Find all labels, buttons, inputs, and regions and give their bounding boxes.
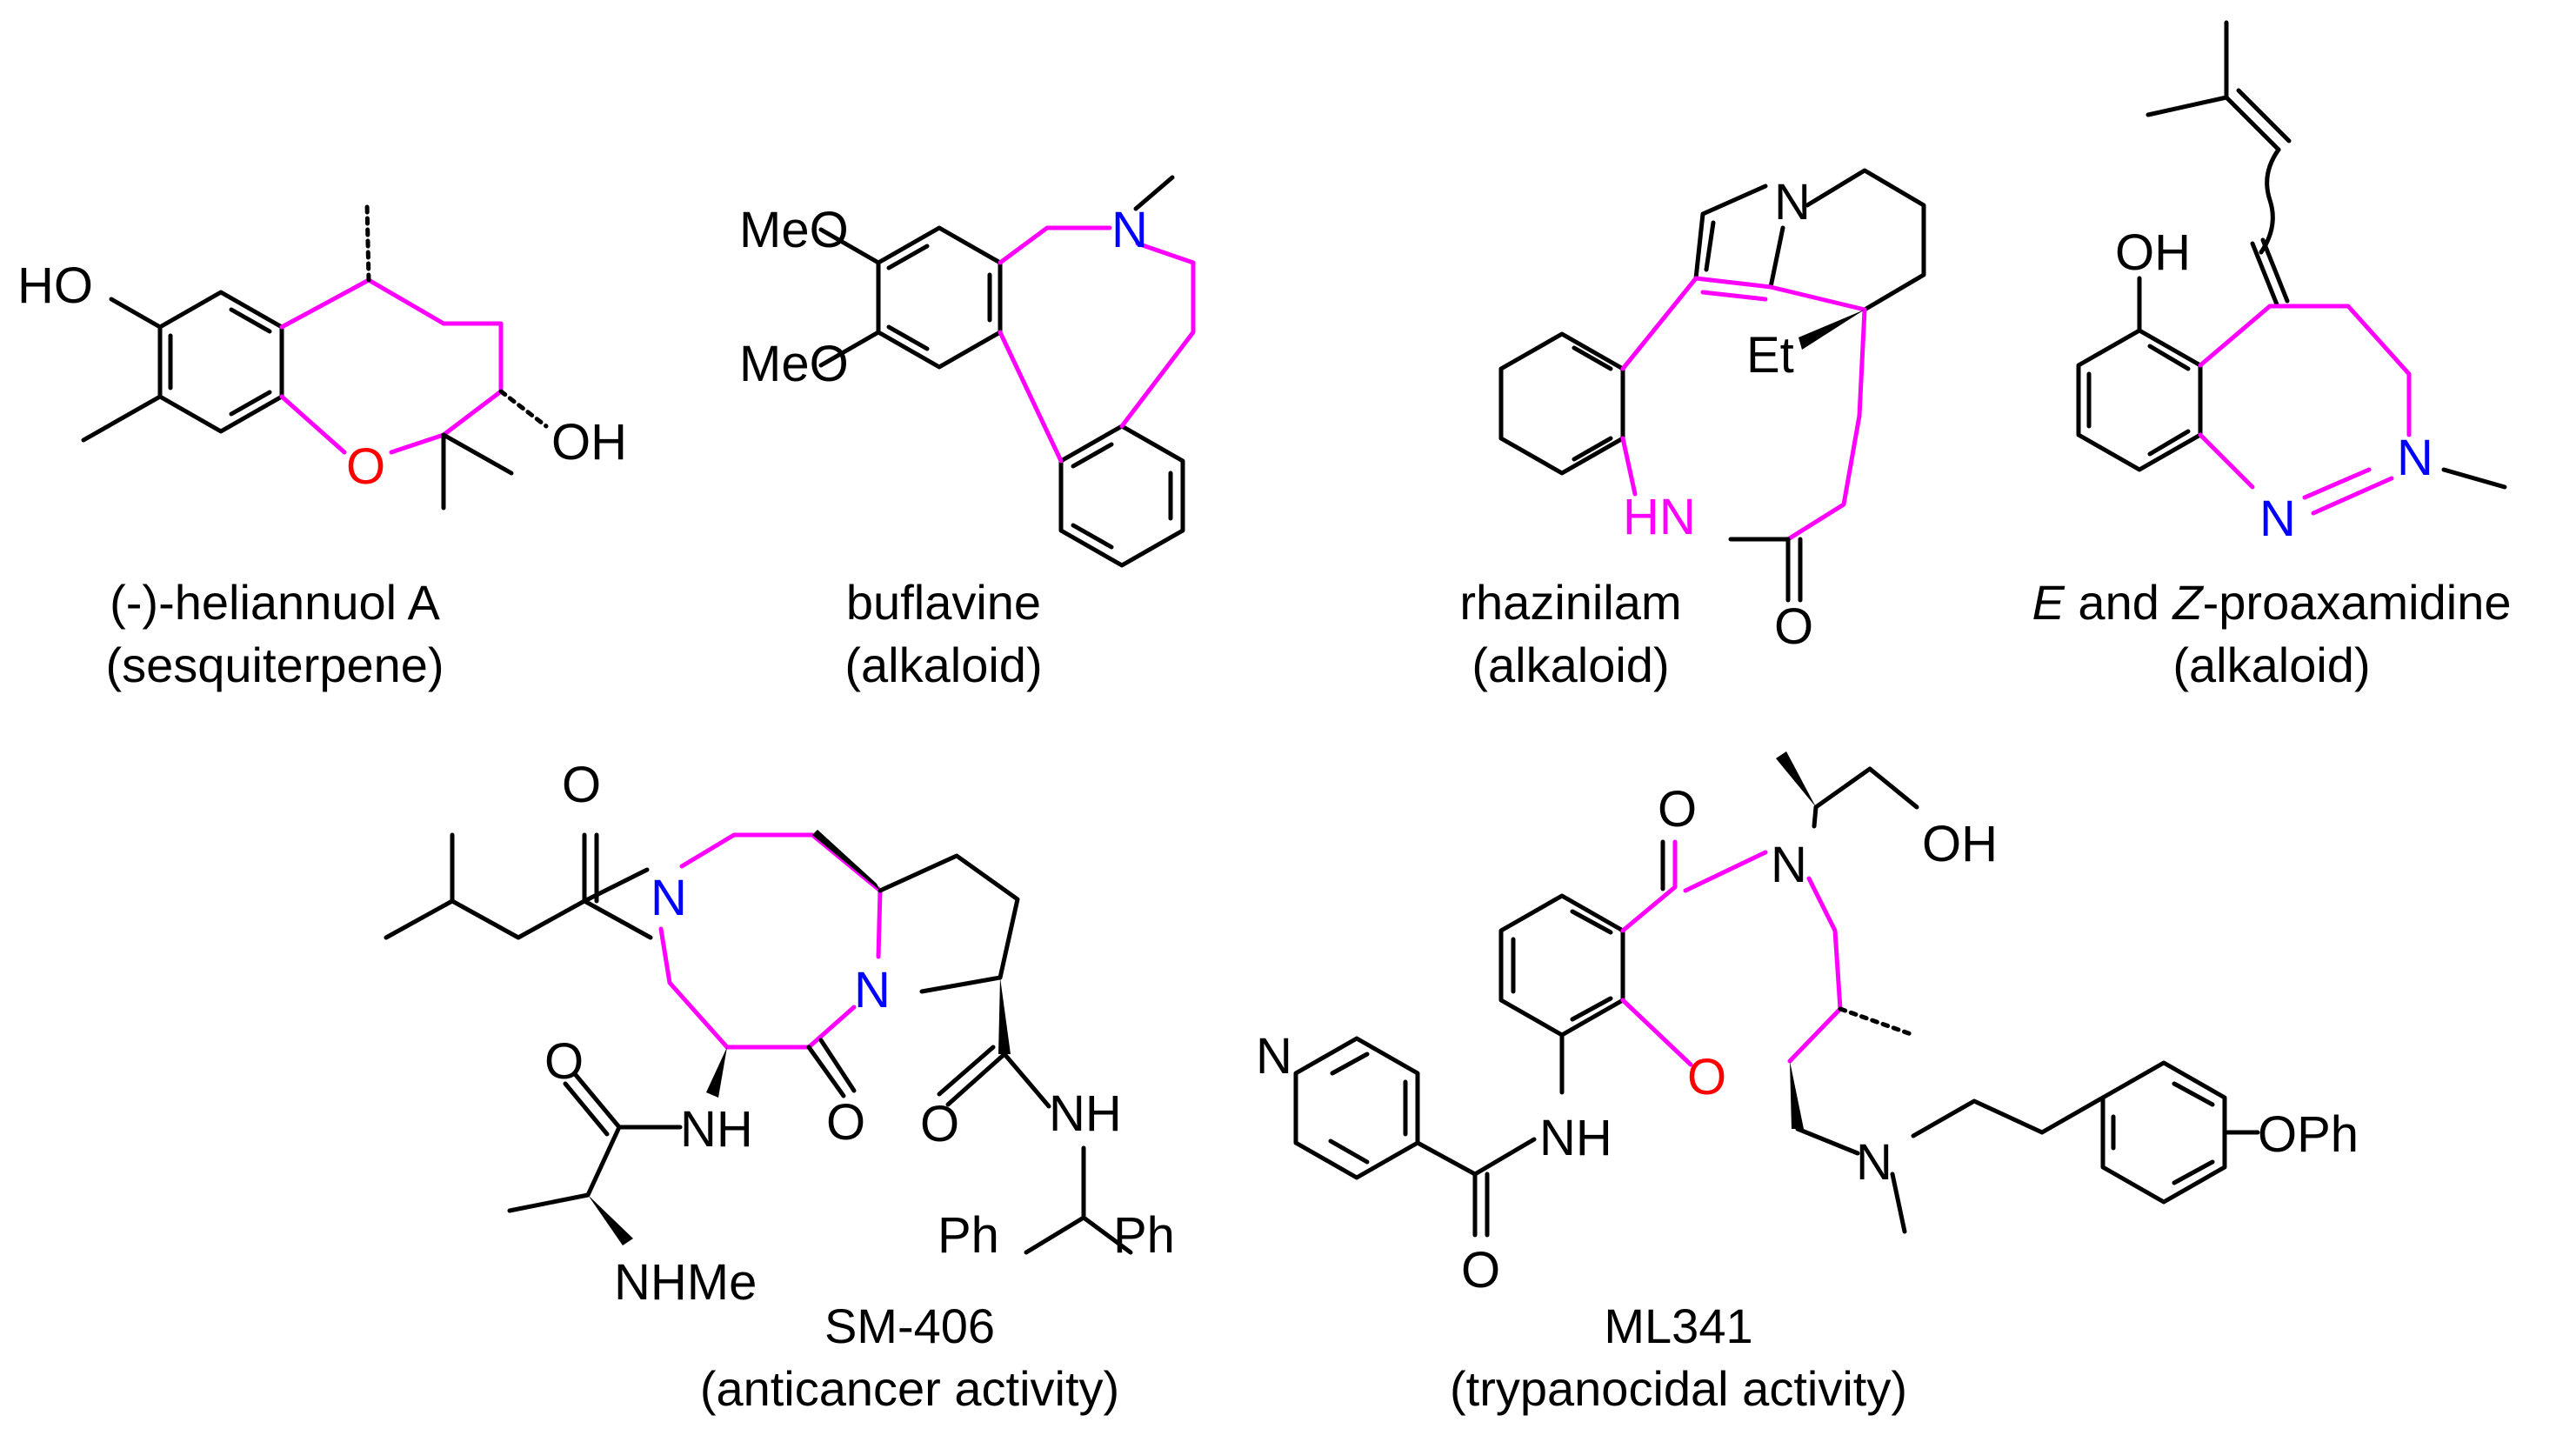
atom-o-ala: O bbox=[544, 1033, 584, 1090]
atom-n-pyridine: N bbox=[1256, 1028, 1292, 1085]
atom-o: O bbox=[1774, 598, 1813, 655]
atom-o-ring: O bbox=[346, 438, 385, 495]
atom-o-carbonyl: O bbox=[1658, 781, 1697, 838]
atom-o-lactam: O bbox=[826, 1094, 865, 1151]
compound-name: (-)-heliannuol A bbox=[110, 575, 440, 630]
atom-n-pyrrolidine: N bbox=[854, 962, 891, 1018]
atom-ph-1: Ph bbox=[938, 1207, 999, 1264]
atom-oph: OPh bbox=[2258, 1106, 2359, 1163]
atom-ho: HO bbox=[17, 257, 93, 314]
compound-class: (alkaloid) bbox=[844, 638, 1042, 692]
atom-nhme: NHMe bbox=[614, 1254, 757, 1311]
atom-n-ring: N bbox=[1771, 837, 1807, 893]
atom-n-amine: N bbox=[1856, 1134, 1892, 1191]
atom-o-amide: O bbox=[1461, 1242, 1500, 1298]
compound-name: buflavine bbox=[846, 575, 1041, 630]
atom-o-acyl: O bbox=[562, 757, 601, 813]
compound-class: (alkaloid) bbox=[2172, 638, 2370, 692]
atom-nh: NH bbox=[1539, 1110, 1612, 1166]
structure-rhazinilam: Et N HN O rhazinilam (alkaloid) bbox=[1459, 168, 1926, 692]
atom-nh-2: NH bbox=[1049, 1085, 1122, 1142]
atom-ph-2: Ph bbox=[1113, 1207, 1175, 1264]
atom-meo-2: MeO bbox=[739, 336, 849, 392]
atom-n-imine: N bbox=[2259, 491, 2296, 547]
compound-class: (trypanocidal activity) bbox=[1450, 1361, 1907, 1416]
structure-sm-406: O N N NH O O NH NHMe O Ph Ph SM-406 (ant… bbox=[384, 757, 1175, 1416]
structure-heliannuol-a: HO OH O (-)-heliannuol A (sesquiterpene) bbox=[17, 201, 627, 692]
atom-o-ring: O bbox=[1687, 1049, 1726, 1105]
atom-nh-1: NH bbox=[680, 1101, 753, 1158]
structure-buflavine: MeO MeO N buflavine (alkaloid) bbox=[739, 175, 1196, 692]
compound-class: (anticancer activity) bbox=[700, 1361, 1119, 1416]
compound-class: (sesquiterpene) bbox=[105, 638, 444, 692]
compound-name: rhazinilam bbox=[1459, 575, 1681, 630]
structure-ml341: O N OH O N NH O N OPh ML341 (trypanocida… bbox=[1256, 751, 2359, 1416]
atom-oh: OH bbox=[1922, 816, 1998, 872]
atom-et: Et bbox=[1746, 327, 1794, 384]
atom-oh: OH bbox=[551, 414, 627, 471]
compound-name: SM-406 bbox=[824, 1298, 995, 1353]
atom-hn: HN bbox=[1623, 489, 1696, 545]
atom-n-amine: N bbox=[2397, 430, 2433, 486]
atom-meo-1: MeO bbox=[739, 202, 849, 258]
atom-oh: OH bbox=[2115, 224, 2191, 281]
atom-n: N bbox=[1774, 174, 1811, 230]
atom-n: N bbox=[1111, 202, 1148, 258]
compound-name: E and Z-proaxamidine bbox=[2032, 575, 2512, 630]
compound-name: ML341 bbox=[1604, 1298, 1752, 1353]
atom-n-ring: N bbox=[651, 870, 687, 926]
compound-class: (alkaloid) bbox=[1472, 638, 1669, 692]
atom-o-carboxamide: O bbox=[920, 1096, 959, 1152]
structure-proaxamidine: OH N N E and Z-proaxamidine (alkaloid) bbox=[2032, 20, 2512, 692]
